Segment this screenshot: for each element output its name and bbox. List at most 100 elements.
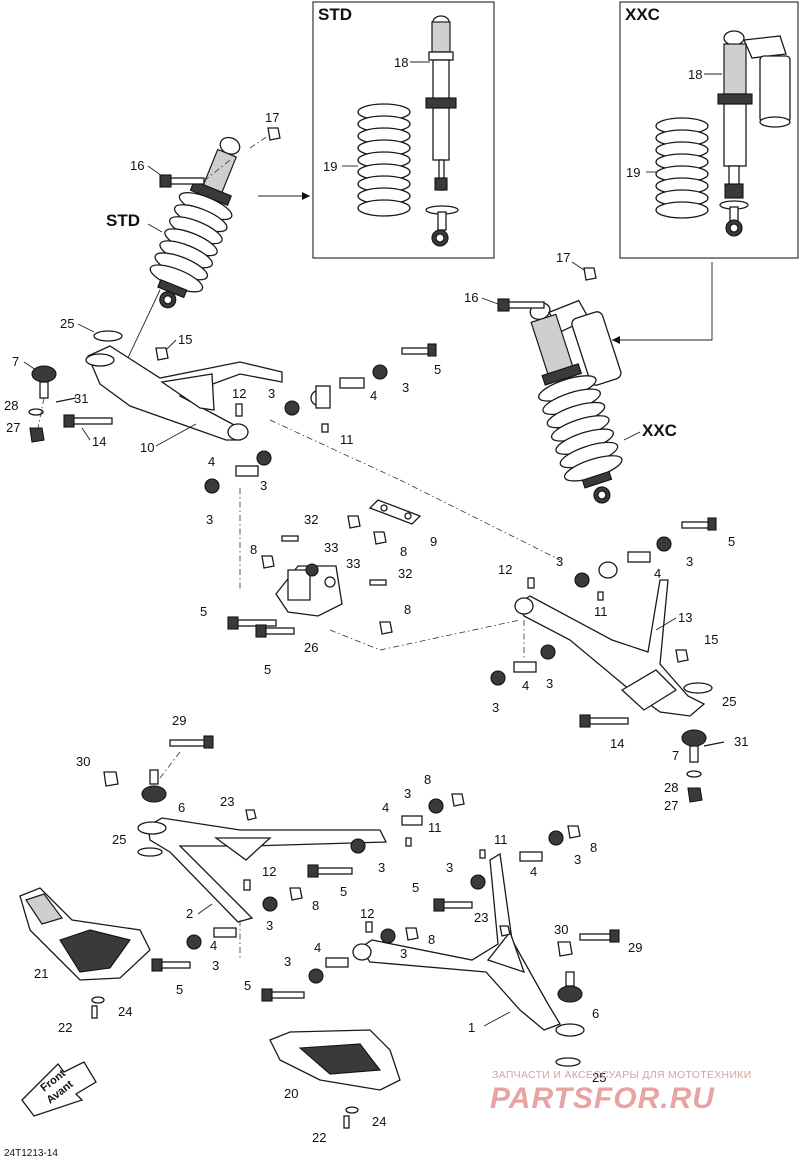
watermark: ЗАПЧАСТИ И АКСЕССУАРЫ ДЛЯ МОТОТЕХНИКИ PA… xyxy=(490,1069,751,1115)
std-shock-body-18 xyxy=(425,15,459,247)
callout-11: 11 xyxy=(494,832,508,847)
callout-5: 5 xyxy=(340,884,347,899)
nut-27 xyxy=(687,787,703,803)
bushing-3 xyxy=(256,450,272,466)
callout-27: 27 xyxy=(6,420,20,435)
callout-12: 12 xyxy=(262,864,276,879)
nut-8 xyxy=(405,927,419,941)
callout-22: 22 xyxy=(312,1130,326,1145)
bushing-3 xyxy=(428,798,444,814)
callout-22: 22 xyxy=(58,1020,72,1035)
nut-8 xyxy=(567,825,581,839)
callout-5: 5 xyxy=(412,880,419,895)
callout-3: 3 xyxy=(492,700,499,715)
bushing-3 xyxy=(490,670,506,686)
bolt-14 xyxy=(587,717,629,725)
xxc-shock-assembly: XXC 17 16 xyxy=(464,250,713,504)
rivet-22 xyxy=(91,1005,98,1019)
nut-17 xyxy=(267,127,281,141)
callout-15: 15 xyxy=(178,332,192,347)
bushing-3 xyxy=(540,644,556,660)
callout-8: 8 xyxy=(590,840,597,855)
callout-7: 7 xyxy=(672,748,679,763)
grease-fitting-11 xyxy=(405,837,412,847)
std-detail-frame xyxy=(312,1,495,259)
callout-12: 12 xyxy=(498,562,512,577)
washer-28 xyxy=(28,408,44,416)
callout-30: 30 xyxy=(554,922,568,937)
callout-33: 33 xyxy=(324,540,338,555)
grease-fitting-11 xyxy=(597,591,604,601)
callout-21: 21 xyxy=(34,966,48,981)
callout-32: 32 xyxy=(398,566,412,581)
std-box-label: STD xyxy=(318,5,352,24)
lower-a-arm-1 xyxy=(352,852,585,1037)
nut-15 xyxy=(675,649,689,663)
bolt-16 xyxy=(169,177,205,185)
upper-a-arm-10 xyxy=(85,345,331,441)
nut-8 xyxy=(347,515,361,529)
callout-23: 23 xyxy=(220,794,234,809)
rivet-22 xyxy=(343,1115,350,1129)
watermark-logo: PARTSFOR.RU xyxy=(490,1082,715,1115)
callout-3: 3 xyxy=(268,386,275,401)
callout-4: 4 xyxy=(522,678,529,693)
bushing-3 xyxy=(548,830,564,846)
callout-14: 14 xyxy=(92,434,106,449)
callout-25: 25 xyxy=(112,832,126,847)
nut-23 xyxy=(499,925,511,937)
ball-joint-6 xyxy=(557,971,583,1003)
callout-4: 4 xyxy=(208,454,215,469)
callout-20: 20 xyxy=(284,1086,298,1101)
bolt-5 xyxy=(269,991,305,999)
bushing-3 xyxy=(186,934,202,950)
callout-3: 3 xyxy=(260,478,267,493)
cotter-pin-31 xyxy=(703,741,725,747)
skid-plate-21 xyxy=(19,887,151,981)
callout-19: 19 xyxy=(626,165,640,180)
bolt-32 xyxy=(281,535,299,542)
washer-24 xyxy=(91,996,105,1004)
bolt-5 xyxy=(263,627,295,635)
callout-19: 19 xyxy=(323,159,337,174)
callout-5: 5 xyxy=(200,604,207,619)
callout-25: 25 xyxy=(60,316,74,331)
callout-18: 18 xyxy=(688,67,702,82)
callout-5: 5 xyxy=(244,978,251,993)
callout-1: 1 xyxy=(468,1020,475,1035)
sleeve-4 xyxy=(325,957,349,968)
ball-joint-seat xyxy=(85,353,115,367)
ball-joint-7 xyxy=(681,729,707,763)
sleeve-4 xyxy=(339,377,365,389)
bushing-3 xyxy=(656,536,672,552)
callout-25: 25 xyxy=(592,1070,606,1085)
washer-28 xyxy=(686,770,702,778)
bolt-5 xyxy=(681,521,711,529)
callout-3: 3 xyxy=(686,554,693,569)
callout-17: 17 xyxy=(556,250,570,265)
grease-fitting-12 xyxy=(365,921,373,933)
xxc-box-label: XXC xyxy=(625,5,660,24)
callout-5: 5 xyxy=(176,982,183,997)
callout-5: 5 xyxy=(434,362,441,377)
nut-8 xyxy=(379,621,393,635)
nut-8 xyxy=(373,531,387,545)
callout-8: 8 xyxy=(400,544,407,559)
sleeve-4 xyxy=(519,851,543,862)
callout-32: 32 xyxy=(304,512,318,527)
callout-4: 4 xyxy=(370,388,377,403)
callout-28: 28 xyxy=(4,398,18,413)
bushing-3 xyxy=(308,968,324,984)
callout-26: 26 xyxy=(304,640,318,655)
nut-8 xyxy=(451,793,465,807)
callout-3: 3 xyxy=(284,954,291,969)
xxc-shock-label: XXC xyxy=(642,421,677,440)
callout-10: 10 xyxy=(140,440,154,455)
bushing-3 xyxy=(262,896,278,912)
lower-a-arm-2 xyxy=(137,817,388,923)
nut-8 xyxy=(289,887,303,901)
bolt-29 xyxy=(579,933,615,941)
skid-plate-20 xyxy=(269,1029,401,1091)
callout-16: 16 xyxy=(464,290,478,305)
